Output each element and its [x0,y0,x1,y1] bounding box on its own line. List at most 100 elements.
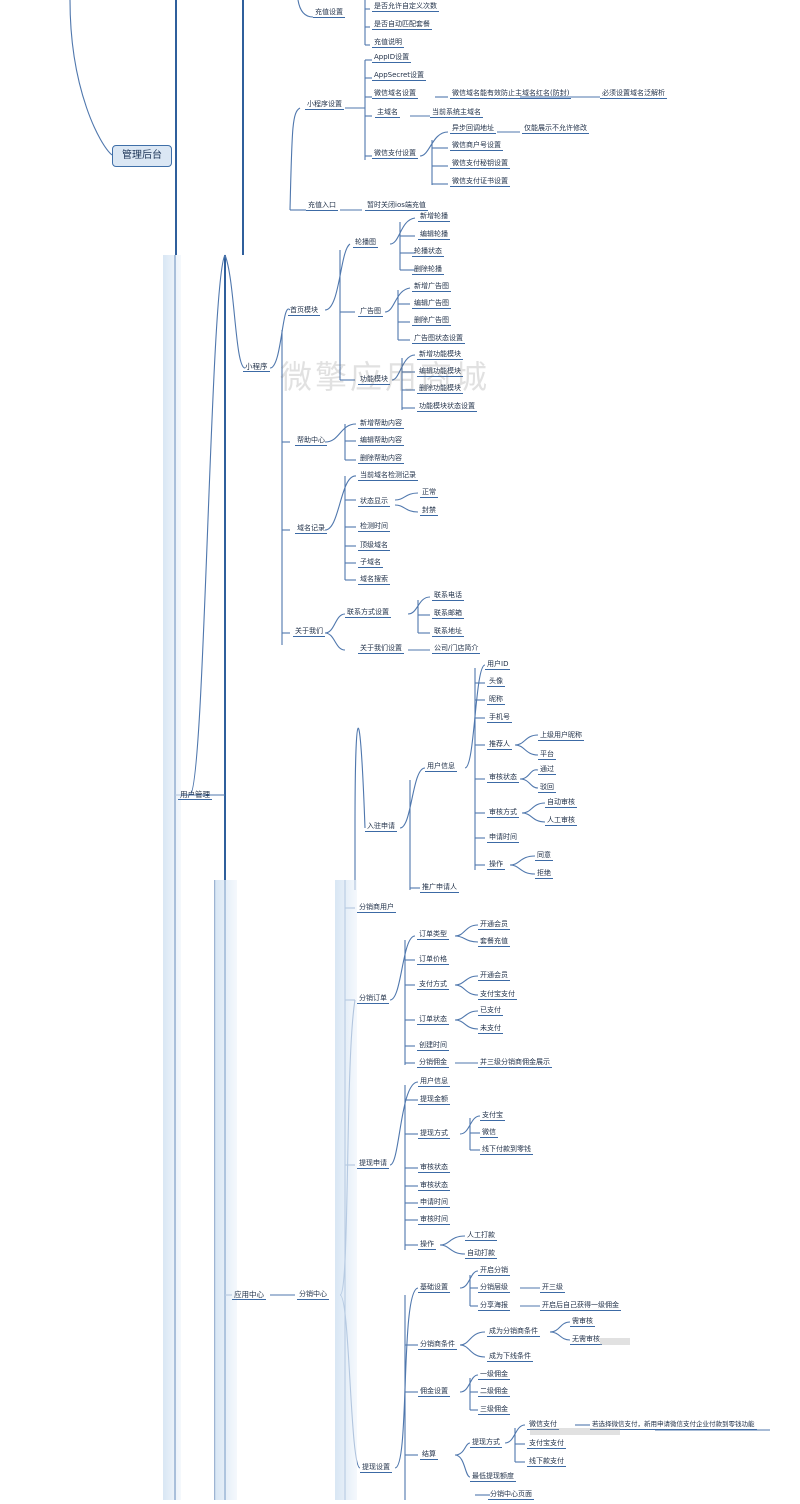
node-merchant-id[interactable]: 微信商户号设置 [450,141,503,151]
node-w-wechat[interactable]: 微信 [480,1128,498,1138]
node-ref-platform[interactable]: 平台 [538,750,556,760]
node-cond-down[interactable]: 成为下线条件 [487,1352,533,1362]
node-appid[interactable]: AppID设置 [372,53,412,63]
node-feature-edit[interactable]: 编辑功能模块 [417,367,463,377]
node-join[interactable]: 入驻申请 [365,822,397,832]
node-commission[interactable]: 分销佣金 [417,1058,449,1068]
node-record-sub[interactable]: 子域名 [358,558,383,568]
node-w-user[interactable]: 用户信息 [418,1077,450,1087]
node-user-mgmt[interactable]: 用户管理 [178,790,212,800]
node-w-review1[interactable]: 审核状态 [418,1163,450,1173]
node-app-center[interactable]: 应用中心 [232,1290,266,1300]
node-basic-open[interactable]: 开启分销 [478,1266,510,1276]
node-w-mode[interactable]: 提现方式 [418,1129,450,1139]
node-auto-package[interactable]: 是否自动匹配套餐 [372,20,432,30]
node-review-manual[interactable]: 人工审核 [545,816,577,826]
node-main-domain-desc[interactable]: 当前系统主域名 [430,108,483,118]
node-poster-desc[interactable]: 开启后自己获得一级佣金 [540,1301,621,1311]
node-basic-poster[interactable]: 分享海报 [478,1301,510,1311]
node-custom-count[interactable]: 是否允许自定义次数 [372,2,439,12]
node-carousel-delete[interactable]: 删除轮播 [412,265,444,275]
node-op-refuse[interactable]: 拒绝 [535,869,553,879]
node-order-type[interactable]: 订单类型 [417,930,449,940]
node-contact-phone[interactable]: 联系电话 [432,591,464,601]
node-feature-add[interactable]: 新增功能模块 [417,350,463,360]
node-status-banned[interactable]: 封禁 [420,506,438,516]
node-record-time[interactable]: 检测时间 [358,522,390,532]
node-appsecret[interactable]: AppSecret设置 [372,71,427,81]
node-carousel-edit[interactable]: 编辑轮播 [418,230,450,240]
node-carousel-add[interactable]: 新增轮播 [418,212,450,222]
node-phone[interactable]: 手机号 [487,713,512,723]
node-center-page[interactable]: 分销中心页面 [488,1490,534,1500]
node-async-callback[interactable]: 异步回调地址 [450,124,496,134]
node-help-add[interactable]: 新增帮助内容 [358,419,404,429]
node-commission-desc[interactable]: 并三级分销商佣金展示 [478,1058,552,1068]
node-order-price[interactable]: 订单价格 [417,955,449,965]
node-carousel-status[interactable]: 轮播状态 [412,247,444,257]
node-pay-alipay[interactable]: 支付宝支付 [478,990,517,1000]
node-feature-delete[interactable]: 删除功能模块 [417,384,463,394]
node-domain-note[interactable]: 必须设置域名泛解析 [600,89,667,99]
node-help[interactable]: 帮助中心 [295,436,327,446]
node-home-module[interactable]: 首页模块 [288,306,320,316]
node-mode-alipay[interactable]: 支付宝支付 [527,1439,566,1449]
node-dist-users[interactable]: 分销商用户 [357,903,396,913]
node-carousel[interactable]: 轮播图 [353,238,378,248]
node-help-delete[interactable]: 删除帮助内容 [358,454,404,464]
node-w-review2[interactable]: 审核状态 [418,1181,450,1191]
root-node[interactable]: 管理后台 [112,145,172,167]
node-commission-set[interactable]: 佣金设置 [418,1387,450,1397]
node-w-offline[interactable]: 线下付款到零钱 [480,1145,533,1155]
node-about-desc[interactable]: 公司/门店简介 [432,644,481,654]
node-applicant[interactable]: 推广申请人 [420,883,459,893]
node-about[interactable]: 关于我们 [293,627,325,637]
node-mode-offline[interactable]: 线下款支付 [527,1457,566,1467]
node-ads-edit[interactable]: 编辑广告图 [412,299,451,309]
node-recharge-desc[interactable]: 充值说明 [372,38,404,48]
node-basic-level[interactable]: 分销层级 [478,1283,510,1293]
node-wechat-pay[interactable]: 微信支付设置 [372,149,418,159]
node-dist-center[interactable]: 分销中心 [297,1290,329,1300]
node-recharge-entry[interactable]: 充值入口 [306,201,338,211]
node-commission-3[interactable]: 三级佣金 [478,1405,510,1415]
node-pay-key[interactable]: 微信支付秘钥设置 [450,159,510,169]
node-commission-2[interactable]: 二级佣金 [478,1387,510,1397]
node-ref-upper[interactable]: 上级用户昵称 [538,731,584,741]
node-paid[interactable]: 已支付 [478,1006,503,1016]
node-apply-time[interactable]: 申请时间 [487,833,519,843]
node-cond-dist[interactable]: 成为分销商条件 [487,1327,540,1337]
node-referrer[interactable]: 推荐人 [487,740,512,750]
node-basic[interactable]: 基础设置 [418,1283,450,1293]
node-review-auto[interactable]: 自动审核 [545,798,577,808]
node-withdraw[interactable]: 提现申请 [357,1159,389,1169]
node-domain-desc[interactable]: 微信域名能有效防止主域名红名(防封) [450,89,572,99]
node-review-reject[interactable]: 驳回 [538,783,556,793]
node-ads-add[interactable]: 新增广告图 [412,282,451,292]
node-unpaid[interactable]: 未支付 [478,1024,503,1034]
node-about-us[interactable]: 关于我们设置 [358,644,404,654]
node-w-apply[interactable]: 申请时间 [418,1198,450,1208]
node-w-auto[interactable]: 自动打款 [465,1249,497,1259]
node-level-desc[interactable]: 开三级 [540,1283,565,1293]
node-recharge-settings[interactable]: 充值设置 [313,8,345,18]
node-order-status[interactable]: 订单状态 [417,1015,449,1025]
node-withdraw-setting[interactable]: 结算 [420,1450,438,1460]
node-ads[interactable]: 广告图 [358,307,383,317]
node-user-id[interactable]: 用户ID [485,660,511,670]
node-record-search[interactable]: 域名搜索 [358,575,390,585]
node-mode-wechat[interactable]: 微信支付 [527,1420,559,1430]
node-record-status[interactable]: 状态显示 [358,497,390,507]
node-record-top[interactable]: 顶级域名 [358,541,390,551]
node-type-package[interactable]: 套餐充值 [478,937,510,947]
node-cond-noreview[interactable]: 无需审核 [570,1335,602,1345]
node-cond-review[interactable]: 需审核 [570,1317,595,1327]
node-user-info[interactable]: 用户信息 [425,762,457,772]
node-mode-note[interactable]: 若选择微信支付，新用申请微信支付企业付款到零钱功能 [590,1420,757,1430]
node-status-normal[interactable]: 正常 [420,488,438,498]
node-w-op[interactable]: 操作 [418,1240,436,1250]
node-main-domain[interactable]: 主域名 [375,108,400,118]
node-review-mode[interactable]: 审核方式 [487,808,519,818]
node-pay-cert[interactable]: 微信支付证书设置 [450,177,510,187]
node-recharge-entry-desc[interactable]: 暂时关闭ios端充值 [365,201,428,211]
